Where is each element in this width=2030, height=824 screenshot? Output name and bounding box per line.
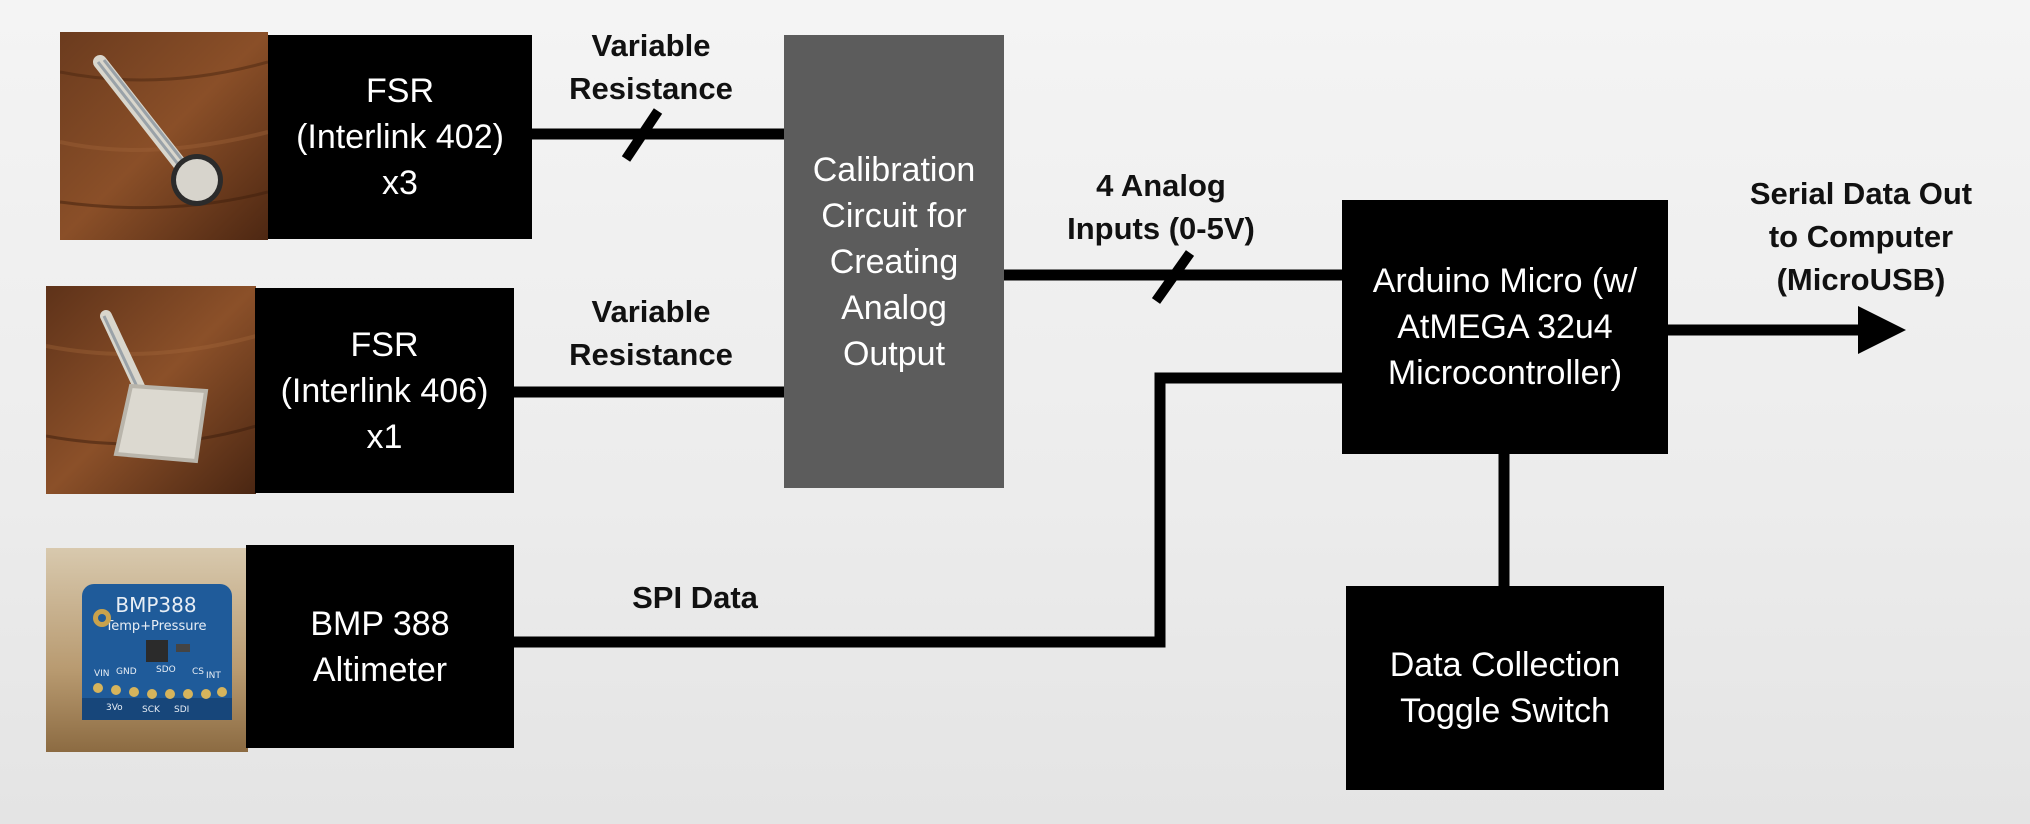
label-serial-data-out: Serial Data Out to Computer (MicroUSB)	[1749, 176, 1973, 297]
board-title: BMP388	[115, 593, 196, 617]
square-fsr-image	[46, 286, 256, 494]
pin-label-sdo: SDO	[156, 665, 176, 675]
pin-label-sck: SCK	[142, 705, 161, 715]
label-variable-resistance-406: Variable Resistance	[569, 294, 733, 372]
fsr402-photo	[60, 32, 268, 240]
fsr406-block: FSR (Interlink 406) x1	[255, 288, 514, 493]
bmp388-board-image: BMP388 Temp+Pressure VIN GND SDO CS INT …	[46, 548, 248, 752]
label-spi-data: SPI Data	[632, 580, 758, 615]
wire-bmp388-to-arduino	[512, 372, 1344, 648]
pin-label-sdi: SDI	[174, 705, 189, 715]
pin-label-int: INT	[206, 671, 221, 681]
pin-label-gnd: GND	[116, 667, 137, 677]
pin-label-cs: CS	[192, 667, 204, 677]
pin-label-vin: VIN	[94, 669, 110, 679]
round-fsr-image	[60, 32, 268, 240]
board-subtitle: Temp+Pressure	[104, 619, 206, 634]
fsr402-block: FSR (Interlink 402) x3	[268, 35, 532, 239]
pin-label-3vo: 3Vo	[106, 703, 123, 713]
arduino-micro-block: Arduino Micro (w/ AtMEGA 32u4 Microcontr…	[1342, 200, 1668, 454]
bus-slash-analog-inputs	[1151, 250, 1195, 304]
bmp388-block: BMP 388 Altimeter	[246, 545, 514, 748]
calibration-circuit-block: Calibration Circuit for Creating Analog …	[784, 35, 1004, 488]
label-variable-resistance-402: Variable Resistance	[569, 28, 733, 106]
toggle-switch-block: Data Collection Toggle Switch	[1346, 586, 1664, 790]
label-analog-inputs: 4 Analog Inputs (0-5V)	[1067, 168, 1255, 246]
fsr406-photo	[46, 286, 256, 494]
bmp388-photo: BMP388 Temp+Pressure VIN GND SDO CS INT …	[46, 548, 248, 752]
serial-out-arrowhead	[1858, 306, 1906, 354]
bus-slash-fsr402	[621, 108, 663, 162]
